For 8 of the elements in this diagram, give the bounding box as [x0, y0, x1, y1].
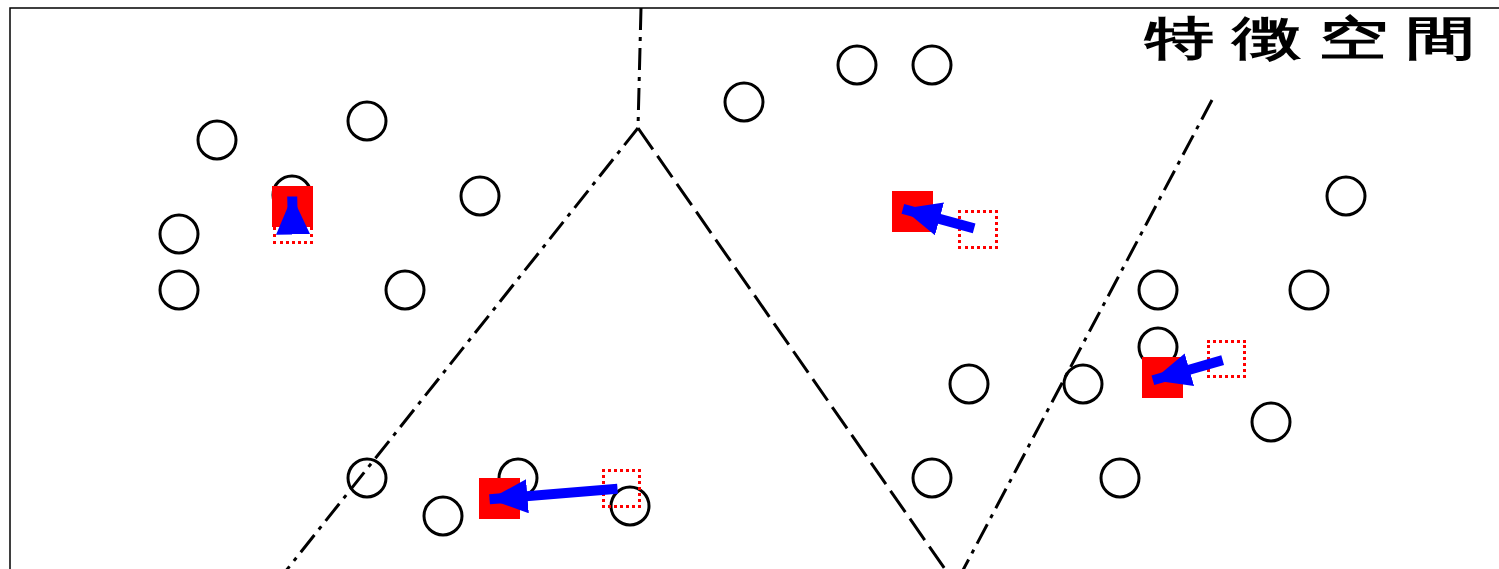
previous-centroid-square: [958, 210, 998, 249]
previous-centroid-square: [1207, 340, 1246, 378]
title: 特徴空間: [1145, 10, 1493, 67]
arrow: [276, 196, 310, 235]
arrow: [489, 479, 618, 514]
arrow: [1151, 353, 1225, 387]
arrow: [901, 202, 976, 236]
previous-centroid-square: [602, 469, 641, 508]
